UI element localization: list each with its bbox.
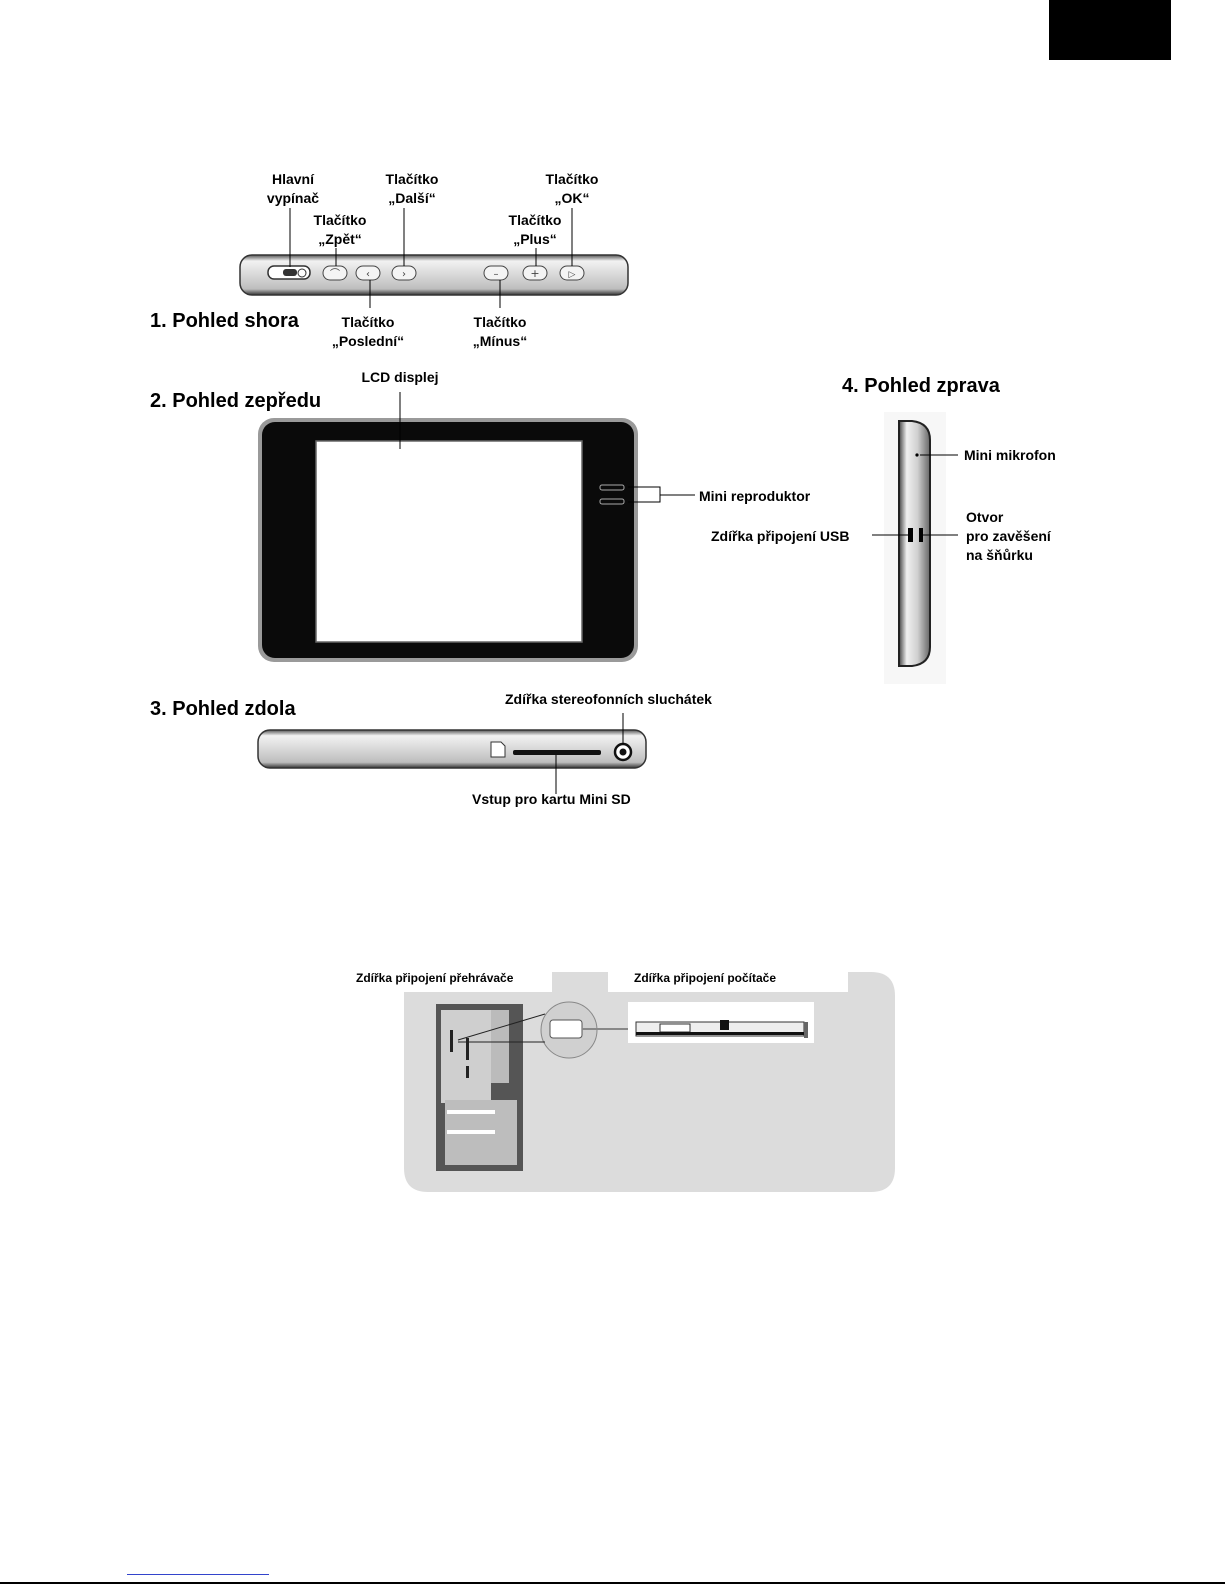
svg-text:›: › [402, 269, 406, 280]
footer-rule [0, 1582, 1225, 1584]
pc-connection-diagram [352, 968, 895, 1192]
svg-text:–: – [494, 269, 499, 280]
label-last-button: Tlačítko„Poslední“ [331, 314, 405, 349]
footer-link-underline [127, 1574, 269, 1575]
last-button-shape [355, 265, 381, 281]
label-pc-port: Zdířka připojení počítače [634, 971, 777, 985]
label-lcd-display: LCD displej [361, 369, 439, 385]
label-plus-button: Tlačítko„Plus“ [508, 212, 562, 247]
label-mini-sd-slot: Vstup pro kartu Mini SD [472, 791, 631, 807]
svg-text:▷: ▷ [569, 270, 576, 280]
bottom-view-device [257, 713, 647, 794]
minus-button-shape [483, 265, 509, 281]
heading-right-view: 4. Pohled zprava [842, 375, 1000, 397]
plus-button-shape [522, 265, 548, 281]
heading-bottom-view: 3. Pohled zdola [150, 698, 296, 720]
heading-top-view: 1. Pohled shora [150, 310, 299, 332]
label-mini-speaker: Mini reproduktor [699, 488, 811, 504]
page-corner-tab [1049, 0, 1171, 60]
top-view-device: ⌒ ‹ › – + ▷ [239, 208, 629, 308]
back-button-shape [322, 265, 348, 281]
label-usb-port: Zdířka připojení USB [711, 528, 850, 544]
label-mini-microphone: Mini mikrofon [964, 447, 1056, 463]
right-view-device [872, 412, 958, 684]
label-minus-button: Tlačítko„Mínus“ [472, 314, 528, 349]
svg-text:+: + [530, 267, 539, 280]
label-back-button: Tlačítko„Zpět“ [313, 212, 367, 247]
heading-front-view: 2. Pohled zepředu [150, 390, 322, 412]
svg-text:‹: ‹ [366, 269, 370, 280]
front-view-device [258, 392, 695, 662]
label-player-port: Zdířka připojení přehrávače [356, 971, 514, 985]
svg-text:⌒: ⌒ [330, 268, 340, 280]
label-ok-button: Tlačítko„OK“ [545, 171, 599, 206]
label-headphone-jack: Zdířka stereofonních sluchátek [505, 691, 712, 707]
label-next-button: Tlačítko„Další“ [385, 171, 439, 206]
